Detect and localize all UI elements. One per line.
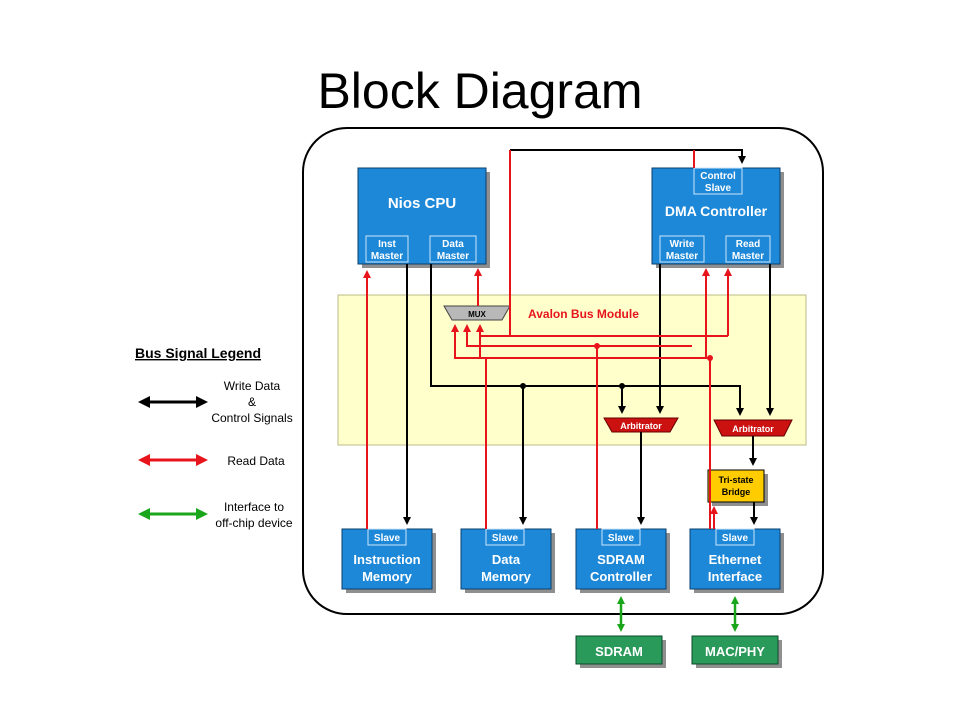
svg-text:Data: Data bbox=[492, 552, 521, 567]
svg-text:Interface to: Interface to bbox=[224, 500, 284, 514]
tri-state-bridge: Tri-state Bridge bbox=[707, 469, 768, 506]
instruction-memory-block: Slave Instruction Memory bbox=[341, 528, 436, 593]
svg-text:Arbitrator: Arbitrator bbox=[620, 421, 662, 431]
svg-text:Instruction: Instruction bbox=[353, 552, 420, 567]
svg-text:Controller: Controller bbox=[590, 569, 652, 584]
svg-text:Control Signals: Control Signals bbox=[211, 411, 292, 425]
off-chip-wires bbox=[617, 596, 739, 632]
nios-cpu-block: Nios CPU Inst Master Data Master bbox=[357, 167, 490, 268]
dma-controller-block: Control Slave DMA Controller Write Maste… bbox=[651, 167, 784, 268]
svg-text:Slave: Slave bbox=[608, 533, 635, 544]
mux-block: MUX bbox=[443, 305, 511, 321]
svg-text:Master: Master bbox=[437, 251, 469, 262]
svg-text:Interface: Interface bbox=[708, 569, 762, 584]
nios-cpu-title: Nios CPU bbox=[388, 195, 456, 212]
read-master-port bbox=[725, 235, 771, 263]
svg-text:Read: Read bbox=[736, 239, 760, 250]
svg-text:Tri-state: Tri-state bbox=[718, 475, 753, 485]
svg-text:Slave: Slave bbox=[492, 533, 519, 544]
write-master-port bbox=[659, 235, 705, 263]
bus-signal-legend: Bus Signal Legend Write Data & Control S… bbox=[135, 345, 293, 530]
avalon-bus-label: Avalon Bus Module bbox=[528, 307, 639, 321]
svg-text:Master: Master bbox=[732, 251, 764, 262]
legend-title: Bus Signal Legend bbox=[135, 345, 261, 361]
svg-text:Inst: Inst bbox=[378, 239, 396, 250]
read-data-junctions bbox=[594, 343, 713, 361]
svg-text:SDRAM: SDRAM bbox=[597, 552, 645, 567]
svg-text:Data: Data bbox=[442, 239, 464, 250]
svg-text:Slave: Slave bbox=[374, 533, 401, 544]
svg-text:off-chip device: off-chip device bbox=[215, 516, 292, 530]
svg-text:Master: Master bbox=[666, 251, 698, 262]
svg-text:Read Data: Read Data bbox=[227, 454, 285, 468]
svg-text:&: & bbox=[248, 395, 256, 409]
svg-text:Slave: Slave bbox=[722, 533, 749, 544]
arbitrator-2: Arbitrator bbox=[713, 419, 793, 437]
svg-text:Bridge: Bridge bbox=[722, 487, 751, 497]
page-title: Block Diagram bbox=[317, 63, 643, 119]
svg-text:Write: Write bbox=[670, 239, 695, 250]
svg-text:MAC/PHY: MAC/PHY bbox=[705, 644, 765, 659]
ethernet-interface-block: Slave Ethernet Interface bbox=[689, 528, 784, 593]
dma-controller-title: DMA Controller bbox=[665, 203, 768, 219]
svg-text:Master: Master bbox=[371, 251, 403, 262]
sdram-controller-block: Slave SDRAM Controller bbox=[575, 528, 670, 593]
svg-text:Memory: Memory bbox=[362, 569, 413, 584]
read-data-wires bbox=[363, 150, 732, 529]
data-master-port bbox=[429, 235, 477, 263]
arbitrator-1: Arbitrator bbox=[603, 417, 679, 433]
control-slave-port bbox=[693, 167, 743, 195]
svg-text:Arbitrator: Arbitrator bbox=[732, 424, 774, 434]
svg-text:MUX: MUX bbox=[468, 310, 486, 319]
write-data-junctions bbox=[520, 383, 625, 389]
svg-text:Memory: Memory bbox=[481, 569, 532, 584]
svg-text:SDRAM: SDRAM bbox=[595, 644, 643, 659]
macphy-block: MAC/PHY bbox=[691, 635, 782, 668]
sdram-chip-block: SDRAM bbox=[575, 635, 666, 668]
svg-text:Write Data: Write Data bbox=[224, 379, 281, 393]
svg-text:Ethernet: Ethernet bbox=[709, 552, 762, 567]
svg-text:Slave: Slave bbox=[705, 183, 732, 194]
svg-text:Control: Control bbox=[700, 171, 736, 182]
data-memory-block: Slave Data Memory bbox=[460, 528, 555, 593]
inst-master-port bbox=[365, 235, 409, 263]
